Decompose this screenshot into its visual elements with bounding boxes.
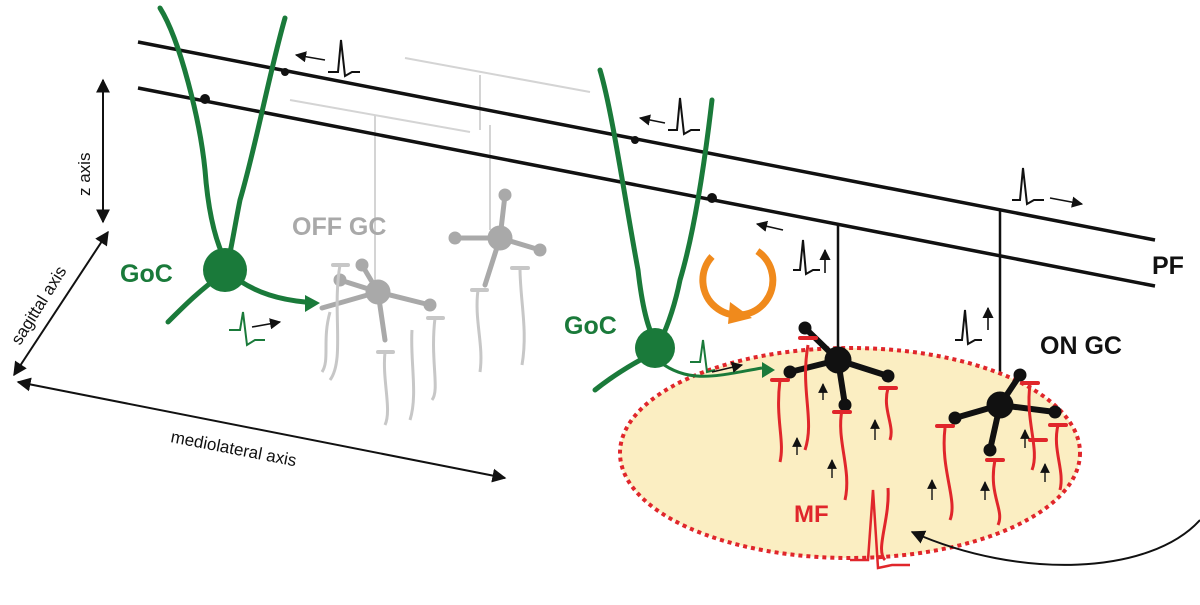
goc-left-label: GoC xyxy=(120,260,173,288)
on-granule-cells xyxy=(783,321,1062,457)
off-mossy-fiber-stalks xyxy=(320,264,526,426)
golgi-cell-left xyxy=(157,5,320,347)
mf-label: MF xyxy=(794,501,829,528)
on-gc-ascending-axons xyxy=(836,210,1002,400)
feedback-loop-arrowhead xyxy=(728,302,752,324)
parallel-fibers xyxy=(137,40,1156,288)
mossy-fiber-upward-arrows xyxy=(792,383,1050,500)
mossy-fiber-terminals xyxy=(770,336,1068,462)
pf-synapse-dots xyxy=(200,68,717,203)
z-axis-label: z axis xyxy=(75,153,94,196)
mossy-fiber-input-spike xyxy=(850,489,910,570)
mediolateral-axis-arrow xyxy=(16,377,507,483)
off-gc-label: OFF GC xyxy=(292,213,386,241)
off-mossy-fiber-terminals xyxy=(331,263,530,354)
golgi-cell-right xyxy=(592,67,775,393)
spike-icons-pf xyxy=(328,39,1044,346)
spike-direction-arrows xyxy=(294,51,1084,330)
goc-right-label: GoC xyxy=(564,312,617,340)
mossy-fiber-stalks xyxy=(777,344,1063,562)
on-gc-label: ON GC xyxy=(1040,332,1122,360)
incoming-input-arrow xyxy=(910,519,1200,566)
off-granule-cells xyxy=(319,188,547,343)
glomerulus-region xyxy=(618,346,1082,560)
sagittal-axis-label: sagittal axis xyxy=(7,263,70,348)
sagittal-axis-arrow xyxy=(13,230,109,377)
off-region-background-lines xyxy=(289,57,591,300)
pf-label: PF xyxy=(1152,252,1184,280)
